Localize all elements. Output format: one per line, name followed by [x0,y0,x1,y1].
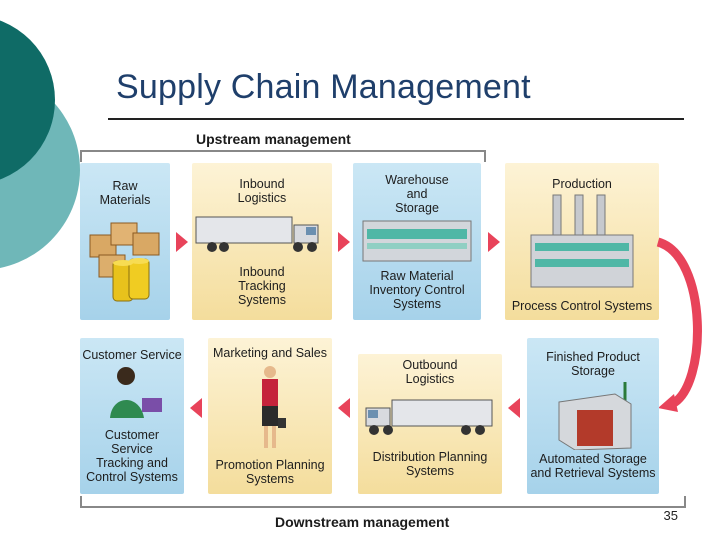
automated-storage-label-1: Automated Storage [539,452,647,466]
distribution-planning-label-1: Distribution Planning [372,450,488,464]
marketing-sales-box: Marketing and Sales Promotion Planning S… [208,338,332,494]
downstream-label: Downstream management [272,514,453,530]
promotion-planning-label-1: Promotion Planning [215,458,325,472]
raw-material-inventory-label-2: Inventory Control [369,283,465,297]
raw-material-inventory-label-1: Raw Material [380,269,454,283]
raw-material-inventory-label-3: Systems [393,297,441,311]
raw-materials-label-1: Raw [112,179,138,193]
slide-title: Supply Chain Management [116,68,531,106]
page-number: 35 [663,508,678,523]
salesperson-icon [262,366,286,448]
upstream-label: Upstream management [193,131,354,147]
inbound-tracking-label-2: Tracking [238,279,286,293]
inbound-truck-icon [195,216,319,252]
raw-materials-box: Raw Materials [80,163,170,320]
factory-icon [530,194,634,288]
outbound-logistics-label-1: Outbound [402,358,458,372]
storage-building-icon [558,382,632,450]
title-divider [108,118,684,120]
finished-storage-label-1: Finished Product [546,350,640,364]
arrow-outbound-to-marketing [338,398,350,418]
decorative-circles [0,20,80,268]
curved-arrow-production-to-storage [656,237,702,412]
customer-service-box: Customer Service Customer Service Tracki… [80,338,184,494]
arrow-marketing-to-customer [190,398,202,418]
automated-storage-label-2: and Retrieval Systems [530,466,656,480]
inbound-tracking-label-1: Inbound [239,265,285,279]
customer-tracking-label-4: Control Systems [86,470,178,484]
production-box: Production Process Control Systems [505,163,659,320]
raw-materials-crates-barrels-icon [89,222,160,302]
warehouse-storage-box: Warehouse and Storage Raw Material Inven… [353,163,481,320]
finished-product-storage-box: Finished Product Storage Automated Stora… [527,338,659,494]
customer-service-label: Customer Service [82,348,182,362]
production-label: Production [552,177,612,191]
inbound-tracking-label-3: Systems [238,293,286,307]
warehouse-label-1: Warehouse [385,173,449,187]
warehouse-label-2: and [406,187,428,201]
customer-service-agent-icon [110,367,162,418]
upstream-bracket [80,150,486,162]
arrow-warehouse-to-production [488,232,500,252]
arrow-raw-to-inbound [176,232,188,252]
distribution-planning-label-2: Systems [406,464,454,478]
marketing-sales-label: Marketing and Sales [213,346,327,360]
inbound-logistics-box: Inbound Logistics Inbound Tracking Syste… [192,163,332,320]
inbound-logistics-label-2: Logistics [237,191,287,205]
arrow-storage-to-outbound [508,398,520,418]
arrow-inbound-to-warehouse [338,232,350,252]
warehouse-label-3: Storage [395,201,439,215]
outbound-logistics-box: Outbound Logistics Distribution Planning… [358,354,502,494]
promotion-planning-label-2: Systems [246,472,294,486]
warehouse-building-icon [362,220,472,262]
customer-tracking-label-2: Service [111,442,153,456]
outbound-logistics-label-2: Logistics [405,372,455,386]
downstream-bracket [80,496,686,508]
inbound-logistics-label-1: Inbound [239,177,285,191]
finished-storage-label-2: Storage [571,364,615,378]
outbound-truck-icon [365,399,493,435]
raw-materials-label-2: Materials [99,193,151,207]
customer-tracking-label-3: Tracking and [96,456,168,470]
customer-tracking-label-1: Customer [104,428,160,442]
process-control-label: Process Control Systems [511,299,653,313]
